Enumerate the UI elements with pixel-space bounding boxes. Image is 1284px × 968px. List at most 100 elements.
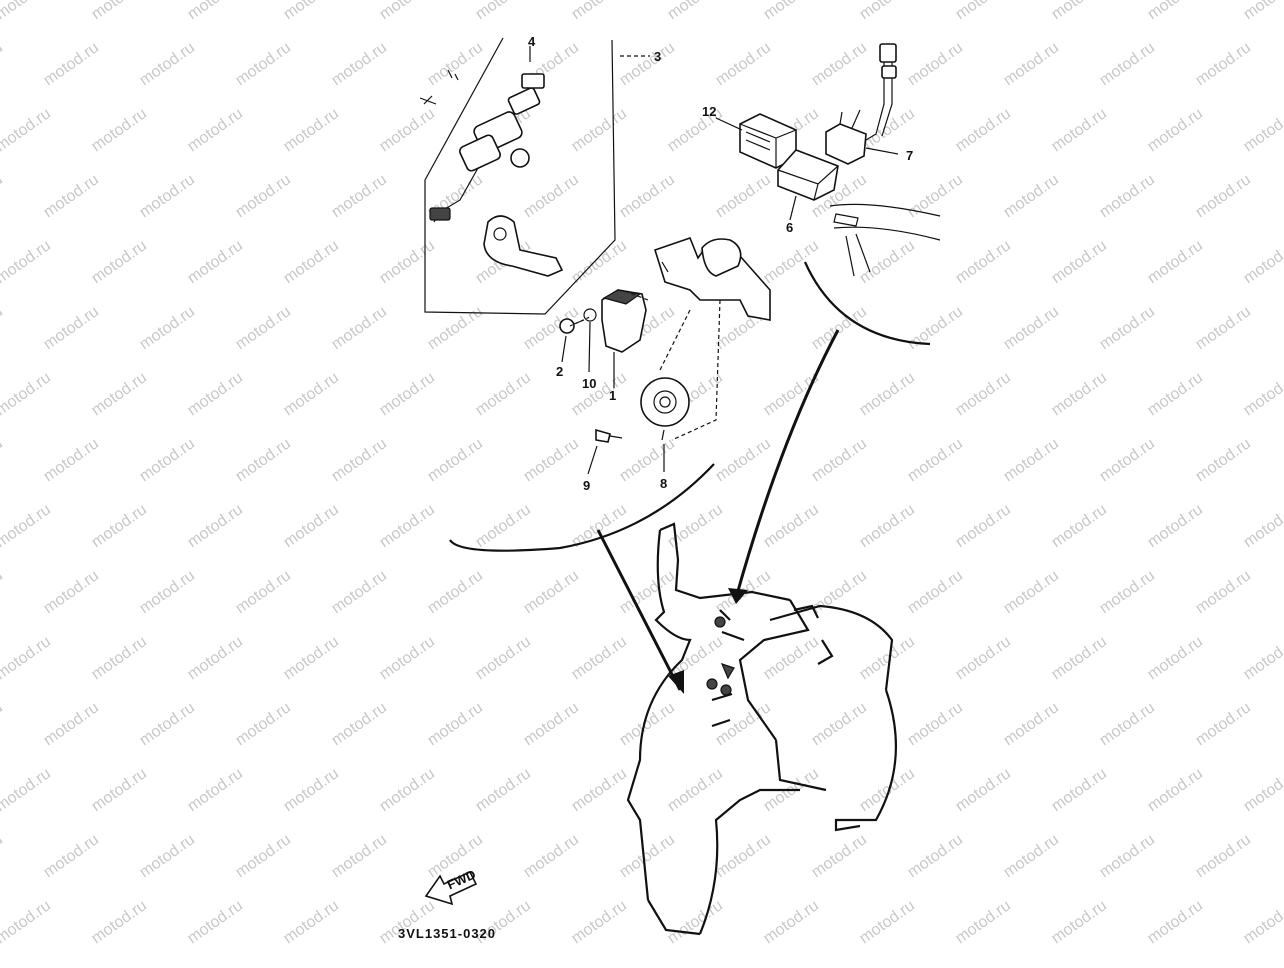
watermark-text: motod.ru bbox=[953, 633, 1014, 683]
watermark-text: motod.ru bbox=[569, 633, 630, 683]
watermark-text: motod.ru bbox=[0, 501, 54, 551]
part-number-8: 8 bbox=[660, 476, 667, 491]
watermark-text: motod.ru bbox=[1241, 369, 1284, 419]
watermark-text: motod.ru bbox=[905, 699, 966, 749]
watermark-text: motod.ru bbox=[1097, 567, 1158, 617]
watermark-text: motod.ru bbox=[1001, 435, 1062, 485]
watermark-text: motod.ru bbox=[89, 765, 150, 815]
watermark-text: motod.ru bbox=[0, 303, 6, 353]
watermark-text: motod.ru bbox=[0, 831, 6, 881]
watermark-text: motod.ru bbox=[185, 0, 246, 23]
watermark-text: motod.ru bbox=[713, 171, 774, 221]
watermark-text: motod.ru bbox=[905, 39, 966, 89]
watermark-text: motod.ru bbox=[233, 303, 294, 353]
watermark-text: motod.ru bbox=[377, 501, 438, 551]
watermark-text: motod.ru bbox=[185, 237, 246, 287]
key-icon bbox=[419, 95, 437, 105]
watermark-text: motod.ru bbox=[809, 699, 870, 749]
relay-flasher-assembly bbox=[715, 43, 941, 604]
watermark-text: motod.ru bbox=[1097, 303, 1158, 353]
part-number-7: 7 bbox=[906, 148, 913, 163]
watermark-text: motod.ru bbox=[1049, 237, 1110, 287]
watermark-text: motod.ru bbox=[281, 369, 342, 419]
watermark-text: motod.ru bbox=[1049, 633, 1110, 683]
watermark-text: motod.ru bbox=[281, 105, 342, 155]
watermark-text: motod.ru bbox=[761, 633, 822, 683]
watermark-text: motod.ru bbox=[761, 0, 822, 23]
watermark-text: motod.ru bbox=[761, 237, 822, 287]
watermark-text: motod.ru bbox=[89, 237, 150, 287]
watermark-text: motod.ru bbox=[329, 831, 390, 881]
watermark-text: motod.ru bbox=[1193, 831, 1254, 881]
watermark-text: motod.ru bbox=[953, 105, 1014, 155]
watermark-layer: motod.ru motod.ru motod.ru motod.ru motod.ru… bbox=[0, 0, 1284, 947]
watermark-text: motod.ru bbox=[617, 39, 678, 89]
watermark-text: motod.ru bbox=[41, 699, 102, 749]
watermark-text: motod.ru bbox=[185, 633, 246, 683]
watermark-text: motod.ru bbox=[953, 897, 1014, 947]
watermark-text: motod.ru bbox=[1145, 765, 1206, 815]
watermark-text: motod.ru bbox=[0, 369, 54, 419]
watermark-text: motod.ru bbox=[1049, 369, 1110, 419]
watermark-text: motod.ru bbox=[329, 699, 390, 749]
watermark-text: motod.ru bbox=[1145, 369, 1206, 419]
watermark-text: motod.ru bbox=[425, 39, 486, 89]
watermark-text: motod.ru bbox=[857, 0, 918, 23]
watermark-text: motod.ru bbox=[1193, 303, 1254, 353]
watermark-text: motod.ru bbox=[1193, 699, 1254, 749]
watermark-text: motod.ru bbox=[1145, 0, 1206, 23]
watermark-text: motod.ru bbox=[617, 567, 678, 617]
watermark-text: motod.ru bbox=[953, 501, 1014, 551]
watermark-text: motod.ru bbox=[0, 765, 54, 815]
watermark-text: motod.ru bbox=[953, 237, 1014, 287]
watermark-text: motod.ru bbox=[89, 633, 150, 683]
watermark-text: motod.ru bbox=[473, 369, 534, 419]
watermark-text: motod.ru bbox=[1145, 237, 1206, 287]
part-number-10: 10 bbox=[582, 376, 596, 391]
watermark-text: motod.ru bbox=[1049, 105, 1110, 155]
watermark-text: motod.ru bbox=[1001, 303, 1062, 353]
watermark-text: motod.ru bbox=[89, 105, 150, 155]
watermark-text: motod.ru bbox=[665, 897, 726, 947]
watermark-text: motod.ru bbox=[41, 171, 102, 221]
watermark-text: motod.ru bbox=[281, 501, 342, 551]
watermark-text: motod.ru bbox=[281, 237, 342, 287]
watermark-text: motod.ru bbox=[809, 435, 870, 485]
watermark-text: motod.ru bbox=[521, 435, 582, 485]
watermark-text: motod.ru bbox=[377, 369, 438, 419]
watermark-text: motod.ru bbox=[281, 897, 342, 947]
watermark-text: motod.ru bbox=[665, 0, 726, 23]
watermark-text: motod.ru bbox=[41, 39, 102, 89]
watermark-text: motod.ru bbox=[521, 699, 582, 749]
watermark-text: motod.ru bbox=[1001, 171, 1062, 221]
part-number-9: 9 bbox=[583, 478, 590, 493]
watermark-text: motod.ru bbox=[1049, 0, 1110, 23]
watermark-text: motod.ru bbox=[1145, 501, 1206, 551]
watermark-text: motod.ru bbox=[1097, 699, 1158, 749]
watermark-text: motod.ru bbox=[0, 0, 54, 23]
watermark-text: motod.ru bbox=[1001, 567, 1062, 617]
watermark-text: motod.ru bbox=[329, 435, 390, 485]
watermark-text: motod.ru bbox=[1193, 567, 1254, 617]
watermark-text: motod.ru bbox=[0, 39, 6, 89]
watermark-text: motod.ru bbox=[569, 369, 630, 419]
watermark-text: motod.ru bbox=[41, 435, 102, 485]
watermark-text: motod.ru bbox=[569, 897, 630, 947]
watermark-text: motod.ru bbox=[569, 0, 630, 23]
watermark-text: motod.ru bbox=[185, 369, 246, 419]
watermark-text: motod.ru bbox=[89, 501, 150, 551]
watermark-text: motod.ru bbox=[233, 831, 294, 881]
watermark-text: motod.ru bbox=[0, 171, 6, 221]
watermark-text: motod.ru bbox=[1193, 171, 1254, 221]
watermark-text: motod.ru bbox=[761, 369, 822, 419]
watermark-text: motod.ru bbox=[0, 237, 54, 287]
watermark-text: motod.ru bbox=[137, 39, 198, 89]
watermark-text: motod.ru bbox=[89, 0, 150, 23]
watermark-text: motod.ru bbox=[761, 897, 822, 947]
watermark-text: motod.ru bbox=[857, 501, 918, 551]
watermark-text: motod.ru bbox=[473, 501, 534, 551]
watermark-text: motod.ru bbox=[185, 501, 246, 551]
watermark-text: motod.ru bbox=[0, 633, 54, 683]
watermark-text: motod.ru bbox=[569, 105, 630, 155]
watermark-text: motod.ru bbox=[185, 765, 246, 815]
